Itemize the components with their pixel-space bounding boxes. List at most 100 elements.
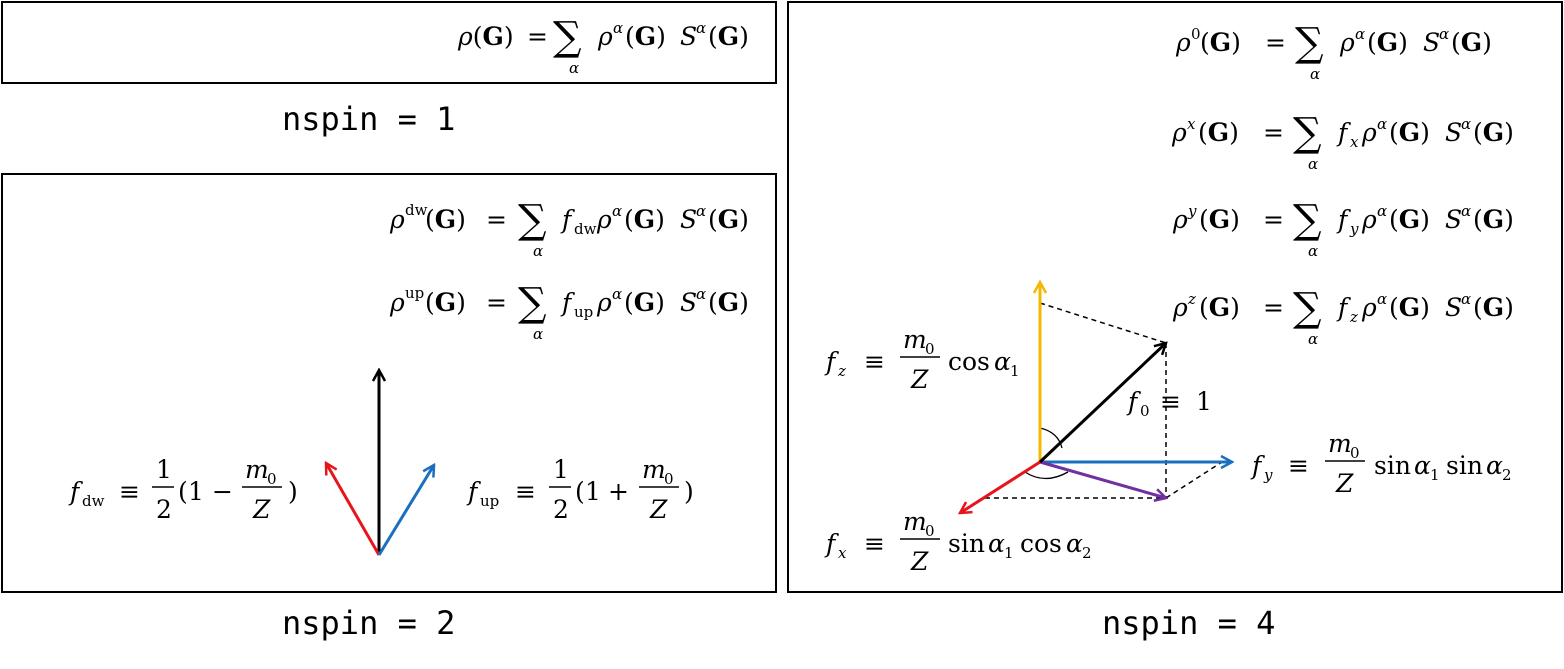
svg-text:=: = (486, 288, 507, 317)
svg-text:∑: ∑ (1295, 20, 1324, 66)
svg-text:S: S (1423, 28, 1440, 57)
svg-text:=: = (1263, 205, 1284, 234)
svg-text:z: z (1349, 308, 1358, 326)
svg-text:(G): (G) (708, 288, 749, 317)
svg-text:z: z (837, 362, 846, 380)
svg-text:α: α (696, 285, 706, 303)
svg-text:0: 0 (925, 340, 935, 358)
svg-text:(G): (G) (1199, 293, 1240, 322)
svg-text:(: ( (575, 477, 585, 506)
nspin2-up-arrow (377, 465, 434, 556)
svg-text:=: = (527, 22, 548, 51)
svg-text:f: f (824, 347, 839, 376)
svg-text:S: S (680, 22, 697, 51)
svg-text:(G): (G) (1473, 205, 1514, 234)
svg-text:1: 1 (188, 477, 204, 506)
svg-text:∑: ∑ (1293, 197, 1322, 243)
svg-text:0: 0 (267, 470, 277, 488)
svg-text:(G): (G) (625, 22, 666, 51)
nspin4-panel (787, 1, 1563, 593)
svg-text:(G): (G) (1473, 293, 1514, 322)
svg-text:(G): (G) (1199, 205, 1240, 234)
svg-text:α: α (1461, 202, 1471, 220)
svg-text:α: α (696, 19, 706, 37)
svg-text:y: y (1187, 202, 1197, 220)
svg-text:1: 1 (585, 477, 601, 506)
nspin4-f-0: f 0 ≡ 1 (1126, 387, 1212, 420)
svg-text:(G): (G) (1389, 293, 1430, 322)
svg-text:α: α (1461, 115, 1471, 133)
svg-text:α: α (1308, 155, 1318, 173)
svg-text:α: α (1308, 242, 1318, 260)
svg-text:2: 2 (1082, 544, 1092, 562)
alpha1-angle-arc (1039, 427, 1063, 449)
svg-text:up: up (480, 492, 499, 510)
svg-text:(G): (G) (1200, 28, 1241, 57)
svg-text:1: 1 (1004, 544, 1014, 562)
svg-text:ρ: ρ (597, 22, 613, 51)
svg-text:(G): (G) (708, 22, 749, 51)
svg-text:ρ: ρ (596, 205, 612, 234)
svg-text:Z: Z (910, 365, 929, 394)
svg-text:f: f (1126, 387, 1141, 416)
svg-text:Z: Z (649, 495, 668, 524)
svg-text:f: f (1336, 205, 1351, 234)
svg-text:x: x (1350, 133, 1359, 151)
svg-text:dw: dw (82, 492, 105, 510)
svg-text:m: m (903, 507, 927, 536)
svg-text:S: S (680, 288, 697, 317)
nspin1-equation: ρ(G) = ∑ α ρ α (G) S α (G) (457, 14, 749, 77)
svg-text:(G): (G) (1389, 205, 1430, 234)
svg-text:(G): (G) (425, 205, 466, 234)
svg-text:f: f (560, 205, 575, 234)
svg-text:1: 1 (1430, 466, 1440, 484)
nspin4-f-z: f z ≡ m 0 Z cos α 1 (824, 325, 1020, 394)
svg-text:∑: ∑ (518, 280, 547, 326)
nspin4-f-y: f y ≡ m 0 Z sin α 1 sin α 2 (1250, 429, 1512, 498)
svg-text:f: f (466, 477, 481, 506)
svg-text:=: = (486, 205, 507, 234)
nspin2-caption: nspin = 2 (282, 604, 456, 642)
svg-text:0: 0 (1350, 444, 1360, 462)
svg-text:): ) (684, 477, 694, 506)
svg-text:ρ: ρ (389, 205, 405, 234)
nspin4-equation-0: ρ 0 (G) = ∑ α ρ α (G) S α (G) (1175, 20, 1492, 83)
svg-text:0: 0 (925, 522, 935, 540)
svg-text:1: 1 (156, 455, 172, 484)
svg-text:α: α (533, 242, 543, 260)
nspin4-equation-y: ρ y (G) = ∑ α f y ρ α (G) S α (G) (1172, 197, 1514, 260)
svg-text:(: ( (178, 477, 188, 506)
svg-text:α: α (1486, 451, 1503, 480)
svg-text:α: α (1310, 65, 1320, 83)
svg-text:α: α (1414, 451, 1431, 480)
svg-text:sin: sin (1446, 451, 1483, 480)
svg-text:≡: ≡ (119, 477, 140, 506)
svg-text:α: α (612, 285, 622, 303)
nspin4-dashed-guides (985, 302, 1223, 499)
svg-text:sin: sin (948, 529, 985, 558)
nspin2-dw-arrow (326, 463, 381, 556)
svg-text:(G): (G) (1389, 118, 1430, 147)
svg-text:m: m (903, 325, 927, 354)
nspin4-equation-x: ρ x (G) = ∑ α f x ρ α (G) S α (G) (1171, 110, 1514, 173)
svg-text:=: = (1265, 28, 1286, 57)
svg-text:0: 0 (664, 470, 674, 488)
svg-text:ρ: ρ (1175, 28, 1191, 57)
svg-text:x: x (1187, 115, 1196, 133)
svg-text:1: 1 (1196, 387, 1212, 416)
svg-text:dw: dw (574, 220, 597, 238)
svg-text:∑: ∑ (1293, 110, 1322, 156)
nspin2-f-dw: f dw ≡ 1 2 ( 1 − m 0 Z ) (68, 455, 298, 524)
nspin4-equation-z: ρ z (G) = ∑ α f z ρ α (G) S α (G) (1172, 285, 1514, 348)
svg-text:ρ: ρ (1339, 28, 1355, 57)
svg-text:∑: ∑ (518, 197, 547, 243)
alpha2-angle-arc (1024, 471, 1069, 480)
svg-text:up: up (405, 284, 424, 302)
nspin2-panel (1, 173, 777, 593)
nspin4-total-arrow (1038, 343, 1166, 464)
svg-text:α: α (1377, 202, 1387, 220)
nspin1-caption: nspin = 1 (282, 100, 456, 138)
svg-text:S: S (1445, 118, 1462, 147)
svg-text:ρ(G): ρ(G) (457, 22, 514, 51)
